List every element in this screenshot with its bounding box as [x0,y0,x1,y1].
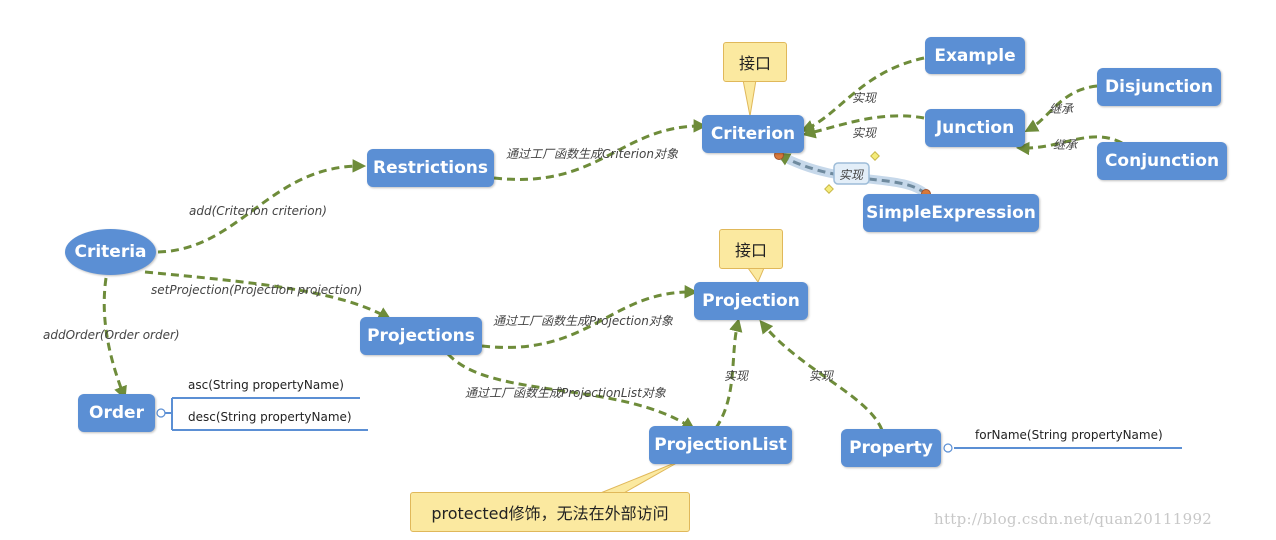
protected-note-pointer [597,459,683,495]
conjunction-inherits-label: 继承 [1053,138,1078,152]
projection-list-implements-label: 实现 [724,369,749,383]
edge-property-projection [759,319,884,431]
edge-criteria-order [102,277,127,400]
restrictions-factory-label: 通过工厂函数生成Criterion对象 [506,147,678,161]
edge-restrictions-criterion [493,119,708,181]
edge-junction-criterion [802,114,925,139]
projection-callout-pointer [747,267,765,284]
edge-criteria-restrictions [157,159,367,254]
projections-factory-label: 通过工厂函数生成Projection对象 [493,314,673,328]
criterion-callout-pointer [742,79,757,117]
simple-expression-node[interactable]: SimpleExpression [863,194,1039,232]
projection-interface-callout: 接口 [719,229,783,269]
junction-implements-label: 实现 [852,126,877,140]
order-asc-method: asc(String propertyName) [188,378,344,392]
projections-node[interactable]: Projections [360,317,482,355]
order-node[interactable]: Order [78,394,155,432]
add-order-label: addOrder(Order order) [43,328,180,342]
order-leaf-bracket [163,398,173,430]
edge-projectionlist-projection [714,318,743,429]
disjunction-inherits-label: 继承 [1049,102,1074,116]
example-node[interactable]: Example [925,37,1025,74]
criterion-interface-callout: 接口 [723,42,787,82]
projection-list-factory-label: 通过工厂函数生成ProjectionList对象 [465,386,666,400]
junction-node[interactable]: Junction [925,109,1025,147]
criterion-node[interactable]: Criterion [702,115,804,153]
edge-projections-projection [481,285,699,349]
set-projection-label: setProjection(Projection projection) [151,283,363,297]
criteria-node[interactable]: Criteria [65,229,156,275]
edge-criteria-projections [144,270,392,321]
protected-note-callout: protected修饰，无法在外部访问 [410,492,690,532]
conjunction-node[interactable]: Conjunction [1097,142,1227,180]
order-desc-method: desc(String propertyName) [188,410,352,424]
add-criterion-label: add(Criterion criterion) [189,204,327,218]
projection-list-node[interactable]: ProjectionList [649,426,792,464]
restrictions-node[interactable]: Restrictions [367,149,494,187]
property-collapse-handle[interactable] [943,443,953,453]
watermark: http://blog.csdn.net/quan20111992 [934,510,1213,528]
edge-example-criterion [800,56,925,133]
simple-expression-implements-label[interactable]: 实现 [839,168,864,182]
disjunction-node[interactable]: Disjunction [1097,68,1221,106]
edge-conjunction-junction [1015,135,1123,156]
edge-projections-projectionlist [446,352,696,431]
example-implements-label: 实现 [852,91,877,105]
projection-node[interactable]: Projection [694,282,808,320]
property-implements-label: 实现 [809,369,834,383]
edge-disjunction-junction [1024,84,1098,132]
order-collapse-handle[interactable] [156,408,166,418]
property-for-name-method: forName(String propertyName) [975,428,1163,442]
property-node[interactable]: Property [841,429,941,467]
